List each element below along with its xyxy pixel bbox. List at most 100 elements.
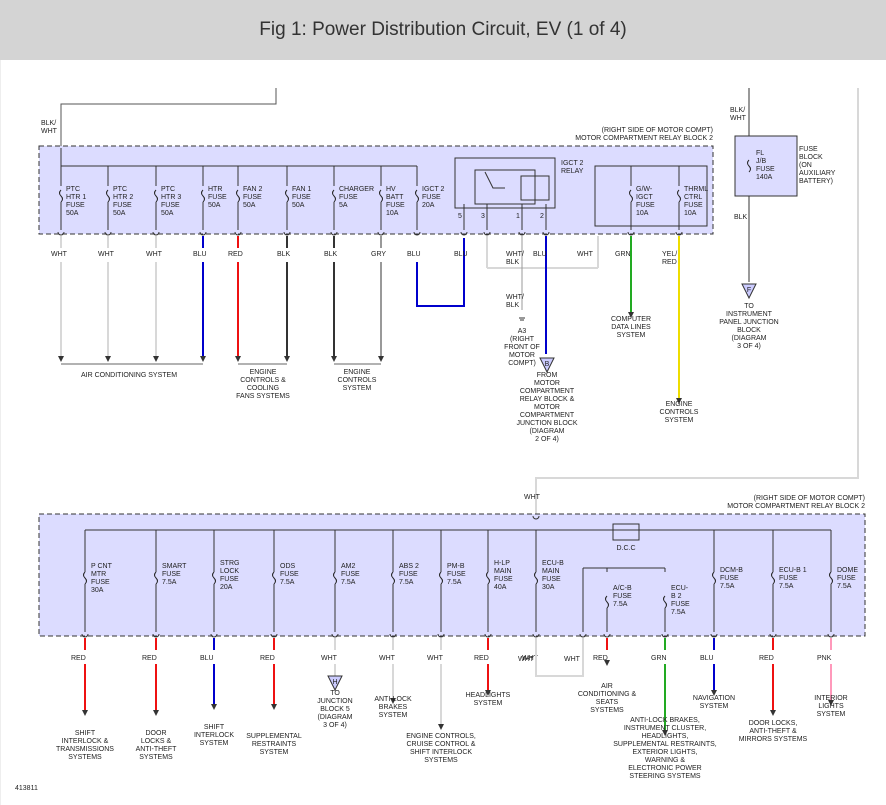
fuse-label: BATT (386, 194, 404, 201)
wire-color-label: RED (260, 655, 275, 662)
wire-color-label: BLU (193, 251, 207, 258)
fuse-icon (747, 159, 751, 173)
fuse-label: FUSE (339, 194, 358, 201)
fuse-label: FUSE (613, 593, 632, 600)
destination-label: CONDITIONING & (578, 691, 637, 698)
fuse-icon (663, 595, 667, 609)
feed-wire (535, 88, 859, 514)
wire-color-label: WHT (522, 655, 539, 662)
connector-b-label: 2 OF 4) (535, 436, 559, 443)
connector-icon (270, 633, 278, 638)
relay-outline (454, 157, 556, 209)
arrow-icon (770, 710, 776, 716)
fuse-label: 10A (636, 210, 649, 217)
arrow-icon (662, 730, 668, 736)
destination-label: 3 OF 4) (323, 722, 347, 729)
destination-label: CONTROLS (338, 377, 377, 384)
destination-label: EXTERIOR LIGHTS, (633, 749, 698, 756)
wire-color-label: BLK (506, 259, 520, 266)
destination-label: SYSTEM (343, 385, 372, 392)
wire-color-label: RED (228, 251, 243, 258)
destination-label: BLOCK 5 (320, 706, 350, 713)
fuse-label: 50A (292, 202, 305, 209)
fuse-label: PM-B (447, 563, 465, 570)
relay-pin-label: 5 (458, 213, 462, 220)
relay-block-2-top (38, 145, 714, 235)
connector-b-label: FROM (537, 372, 558, 379)
fuse-label: 10A (386, 210, 399, 217)
figure-title: Fig 1: Power Distribution Circuit, EV (1… (259, 19, 627, 40)
fuse-label: 7.5A (720, 583, 735, 590)
igct2-wire (416, 238, 465, 307)
fuse-block-label: (ON (799, 162, 812, 169)
diagram-canvas: (RIGHT SIDE OF MOTOR COMPT) MOTOR COMPART… (0, 60, 886, 805)
fuse-label: 7.5A (613, 601, 628, 608)
loop-wire (535, 638, 584, 677)
arrow-icon (485, 690, 491, 696)
fuse-label: 50A (161, 210, 174, 217)
fuse-icon (59, 189, 63, 203)
arrow-icon (828, 700, 834, 706)
destination-label: ENGINE (250, 369, 277, 376)
relay-block-label: MOTOR COMPARTMENT RELAY BLOCK 2 (575, 135, 713, 142)
fuse-label: FUSE (756, 166, 775, 173)
destination-label: SHIFT (75, 730, 96, 737)
connector-b-label: COMPARTMENT (520, 412, 575, 419)
fuse-label: FUSE (422, 194, 441, 201)
arrow-icon (711, 690, 717, 696)
wire-color-label: BLK (506, 302, 520, 309)
fuse-icon (154, 571, 158, 585)
feed-wire (60, 88, 277, 146)
connector-f-label: (DIAGRAM (732, 335, 767, 342)
fuse-label: FUSE (779, 575, 798, 582)
connector-f-label: 3 OF 4) (737, 343, 761, 350)
destination-label: COOLING (247, 385, 279, 392)
wire-color-label: WHT (564, 656, 581, 663)
connector-icon (603, 633, 611, 638)
diagram-id: 413811 (15, 785, 38, 792)
wire-color-label: RED (142, 655, 157, 662)
destination-label: INTERLOCK & (62, 738, 109, 745)
relay-block-label: (RIGHT SIDE OF MOTOR COMPT) (754, 495, 865, 502)
fuse-icon (333, 571, 337, 585)
destination-label: SYSTEMS (424, 757, 458, 764)
connector-icon (675, 231, 683, 236)
fuse-label: FUSE (494, 576, 513, 583)
arrow-icon (390, 698, 396, 704)
connector-icon (579, 633, 587, 638)
wire-color-label: BLK (324, 251, 338, 258)
destination-label: SYSTEM (617, 332, 646, 339)
destination-label: SYSTEM (200, 740, 229, 747)
fuse-label: FUSE (66, 202, 85, 209)
connector-icon (827, 633, 835, 638)
connector-icon (389, 633, 397, 638)
fuse-label: 50A (208, 202, 221, 209)
fuse-icon (629, 189, 633, 203)
wire-color-label: GRY (371, 251, 386, 258)
destination-label: MIRRORS SYSTEMS (739, 736, 808, 743)
connector-icon (331, 633, 339, 638)
fuse-label: MAIN (494, 568, 512, 575)
power-distribution-diagram: (RIGHT SIDE OF MOTOR COMPT) MOTOR COMPART… (15, 88, 866, 792)
fuse-label: FUSE (243, 194, 262, 201)
wire-color-label: WHT/ (506, 294, 524, 301)
wire-color-label: BLK (734, 214, 748, 221)
fuse-label: MTR (91, 571, 106, 578)
wire-color-label: BLU (700, 655, 714, 662)
fuse-icon (379, 189, 383, 203)
fuse-label: DOME (837, 567, 858, 574)
connector-f-label: BLOCK (737, 327, 761, 334)
destination-label: AIR (601, 683, 613, 690)
connector-icon (152, 231, 160, 236)
connector-b-label: JUNCTION BLOCK (516, 420, 577, 427)
feed-wire-color: WHT (41, 128, 58, 135)
fuse-label: PTC (113, 186, 127, 193)
arrow-icon (58, 356, 64, 362)
wire-color-label: YEL/ (662, 251, 677, 258)
destination-label: DOOR (146, 730, 167, 737)
destination-label: CRUISE CONTROL & (407, 741, 476, 748)
destination-label: ENGINE CONTROLS, (406, 733, 476, 740)
destination-label: SYSTEMS (139, 754, 173, 761)
arrow-icon (235, 356, 241, 362)
fuse-label: HTR 2 (113, 194, 133, 201)
